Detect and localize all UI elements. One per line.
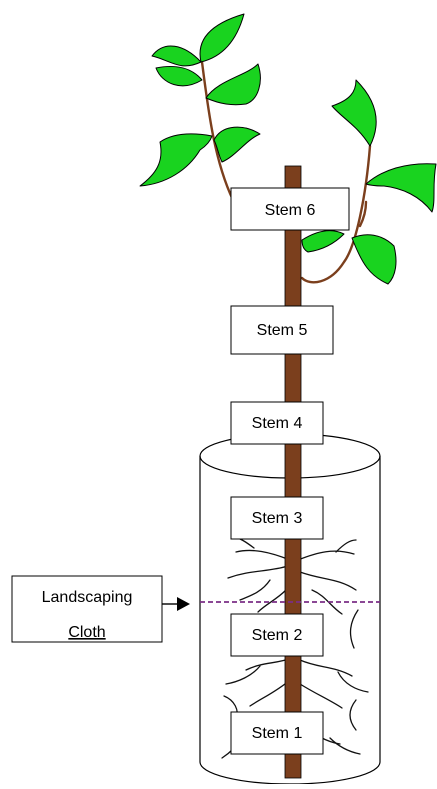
leaf: [155, 66, 203, 87]
leaf: [151, 45, 202, 67]
leaf: [301, 230, 345, 253]
main-stem: [284, 165, 302, 779]
leaf: [351, 234, 397, 285]
vine-left: [200, 60, 235, 202]
vines: [200, 60, 372, 284]
leaf: [331, 79, 377, 147]
stem-label-5: Stem 5: [230, 305, 334, 355]
vine-right: [300, 144, 372, 284]
leaves: [139, 13, 437, 285]
stem-label-text: Stem 1: [252, 725, 303, 742]
stem-label-6: Stem 6: [230, 187, 350, 231]
stem-label-text: Stem 4: [252, 415, 303, 432]
stem-label-3: Stem 3: [230, 496, 324, 540]
leaf: [199, 13, 245, 63]
stem-label-text: Stem 2: [252, 627, 303, 644]
stem-label-2: Stem 2: [230, 613, 324, 657]
leaf: [213, 126, 261, 163]
stem-label-text: Stem 5: [257, 322, 308, 339]
callout-box: [11, 575, 163, 643]
vine-right-branch: [358, 200, 368, 228]
stem-label-text: Stem 3: [252, 510, 303, 527]
landscaping-cloth-callout: Landscaping Cloth: [11, 575, 190, 643]
stem-label-1: Stem 1: [230, 711, 324, 755]
leaf: [205, 63, 261, 106]
leaf: [139, 133, 213, 187]
callout-line-2: Cloth: [68, 624, 105, 641]
callout-line-1: Landscaping: [42, 589, 133, 606]
stem-label-text: Stem 6: [265, 202, 316, 219]
stem-label-4: Stem 4: [230, 401, 324, 445]
callout-arrow-head-icon: [177, 597, 190, 611]
leaf: [365, 163, 437, 213]
